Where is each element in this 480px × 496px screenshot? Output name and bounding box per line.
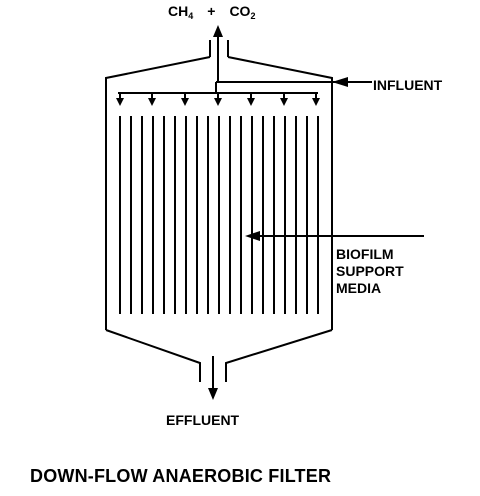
gas-products-label: CH4 + CO2 [168,4,255,21]
distributor-arrow-head [116,98,124,106]
diagram-caption: DOWN-FLOW ANAEROBIC FILTER [30,466,332,486]
distributor-arrow-head [214,98,222,106]
biofilm-label-line-2: SUPPORT [336,263,404,279]
distributor-arrow-head [181,98,189,106]
biofilm-pointer-head [245,231,260,241]
distributor-arrow-head [148,98,156,106]
influent-label: INFLUENT [373,77,443,93]
biofilm-support-media-label: BIOFILM SUPPORT MEDIA [336,246,404,297]
influent-arrow-head [332,77,348,87]
biofilm-media-tubes [119,116,319,314]
gas-flow-arrow-head [213,25,223,37]
reactor-bottom-cone-right [225,329,333,382]
plus-sign: + [207,3,216,19]
reactor-bottom-cone-left [105,329,201,382]
effluent-label: EFFLUENT [166,412,240,428]
methane-subscript: 4 [188,11,194,21]
effluent-arrow-head [208,388,218,400]
biofilm-label-line-3: MEDIA [336,280,382,296]
carbon-dioxide-subscript: 2 [250,11,256,21]
distributor-arrow-head [247,98,255,106]
distributor-arrow-head [312,98,320,106]
distributor-arrow-head [280,98,288,106]
carbon-dioxide-label: CO [229,3,251,19]
distributor-arrows [116,93,320,106]
methane-label: CH [168,3,189,19]
biofilm-label-line-1: BIOFILM [336,246,394,262]
reactor-top-cone-left [105,56,211,103]
